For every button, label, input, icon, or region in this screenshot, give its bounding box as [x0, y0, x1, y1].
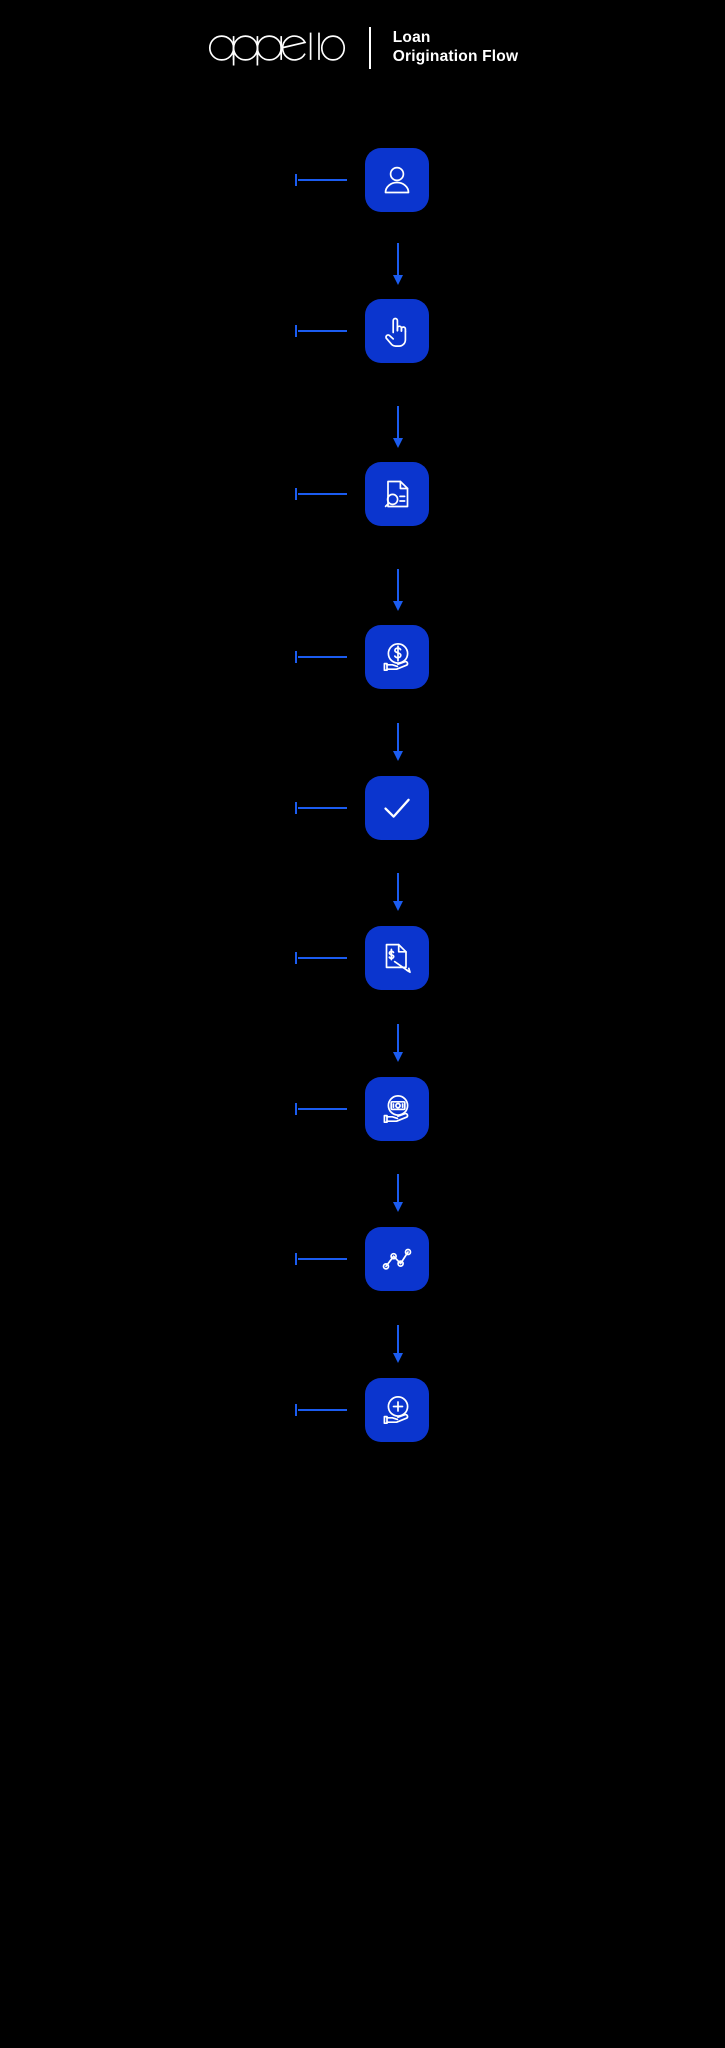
flow-node-5[interactable] [365, 776, 429, 840]
arrow-shaft [397, 1325, 399, 1353]
connector-line-2 [295, 325, 347, 337]
arrow-shaft [397, 1024, 399, 1052]
appello-logo [208, 32, 345, 65]
connector-cap [295, 325, 297, 337]
arrow-head-icon [393, 901, 403, 911]
connector-cap [295, 1404, 297, 1416]
arrow-head-icon [393, 1202, 403, 1212]
connector-line-1 [295, 174, 347, 186]
hand-holding-coin-icon [383, 643, 409, 672]
arrow-shaft [397, 1174, 399, 1202]
document-sign-icon [385, 943, 411, 974]
connector-line-5 [295, 802, 347, 814]
flow-node-2[interactable] [365, 299, 429, 363]
flow-arrow-6 [391, 1024, 405, 1062]
hand-holding-cash-icon [383, 1095, 409, 1124]
flow-arrow-2 [391, 406, 405, 448]
document-search-icon [384, 480, 409, 508]
arrow-head-icon [393, 751, 403, 761]
arrow-shaft [397, 723, 399, 751]
connector-line-6 [295, 952, 347, 964]
page-header: Loan Origination Flow [0, 0, 725, 95]
flow-node-8[interactable] [365, 1227, 429, 1291]
connector-bar [298, 1108, 347, 1110]
pointing-hand-icon [385, 317, 407, 347]
flow-node-1[interactable] [365, 148, 429, 212]
flow-node-9[interactable] [365, 1378, 429, 1442]
flow-node-4[interactable] [365, 625, 429, 689]
flow-arrow-8 [391, 1325, 405, 1363]
connector-cap [295, 1253, 297, 1265]
connector-bar [298, 179, 347, 181]
flow-arrow-4 [391, 723, 405, 761]
connector-cap [295, 952, 297, 964]
user-icon [384, 166, 410, 194]
connector-cap [295, 651, 297, 663]
arrow-shaft [397, 569, 399, 601]
flow-arrow-3 [391, 569, 405, 611]
arrow-head-icon [393, 1052, 403, 1062]
arrow-shaft [397, 406, 399, 438]
connector-line-3 [295, 488, 347, 500]
hand-holding-plus-icon [383, 1396, 409, 1425]
connector-line-9 [295, 1404, 347, 1416]
arrow-head-icon [393, 275, 403, 285]
arrow-head-icon [393, 601, 403, 611]
connector-cap [295, 1103, 297, 1115]
connector-bar [298, 1409, 347, 1411]
connector-bar [298, 330, 347, 332]
connector-bar [298, 807, 347, 809]
arrow-shaft [397, 873, 399, 901]
connector-cap [295, 488, 297, 500]
flow-node-7[interactable] [365, 1077, 429, 1141]
connector-line-8 [295, 1253, 347, 1265]
connector-bar [298, 656, 347, 658]
header-divider [368, 26, 371, 69]
page-title: Loan Origination Flow [392, 29, 519, 65]
connector-line-7 [295, 1103, 347, 1115]
connector-cap [295, 174, 297, 186]
line-chart-icon [382, 1248, 412, 1270]
flow-node-3[interactable] [365, 462, 429, 526]
connector-bar [298, 1258, 347, 1260]
connector-bar [298, 493, 347, 495]
arrow-head-icon [393, 1353, 403, 1363]
arrow-head-icon [393, 438, 403, 448]
connector-line-4 [295, 651, 347, 663]
arrow-shaft [397, 243, 399, 275]
connector-bar [298, 957, 347, 959]
check-icon [384, 798, 410, 818]
flow-node-6[interactable] [365, 926, 429, 990]
flow-arrow-7 [391, 1174, 405, 1212]
flow-arrow-5 [391, 873, 405, 911]
flow-arrow-1 [391, 243, 405, 285]
connector-cap [295, 802, 297, 814]
